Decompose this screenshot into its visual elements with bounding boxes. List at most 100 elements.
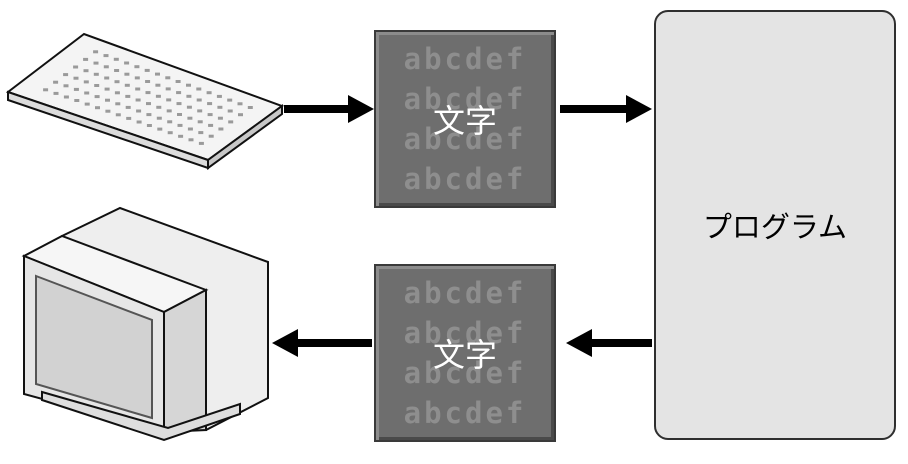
buffer-row: abcdef [403,162,527,196]
keyboard-key [167,120,173,124]
keyboard-key [103,65,109,69]
keyboard-key [146,124,152,127]
keyboard-key [167,131,173,135]
keyboard-key [124,83,130,87]
buffer-row: abcdef [403,276,527,310]
keyboard-key [114,91,120,95]
buffer-row: abcdef [403,122,527,156]
keyboard-key [208,123,214,127]
keyboard-key [115,113,121,117]
keyboard-key [186,105,192,109]
keyboard-key [43,88,49,92]
keyboard-key [146,102,151,106]
keyboard-icon [5,32,285,170]
keyboard-key [175,80,181,83]
keyboard-key [177,123,183,127]
keyboard-key [94,84,100,87]
keyboard-key [53,80,59,84]
keyboard-key [136,120,142,124]
buffer-row: abcdef [403,42,527,76]
keyboard-key [217,116,223,120]
keyboard-key [198,131,204,135]
keyboard-key [157,127,163,131]
buffer-row: abcdef [403,356,527,390]
keyboard-key [186,94,192,98]
keyboard-key [176,91,182,95]
keyboard-key [166,98,172,102]
keyboard-key [208,134,214,138]
keyboard-key [95,106,100,110]
keyboard-key [247,106,253,109]
keyboard-key [105,109,111,113]
keyboard-key [187,127,193,131]
keyboard-key [228,120,234,124]
keyboard-key [136,109,142,113]
keyboard-key [207,102,213,106]
keyboard-key [83,57,89,61]
input-buffer-label: 文字 [432,102,497,140]
keyboard-key [83,69,89,73]
keyboard-key [135,87,141,91]
keyboard-key [104,76,110,80]
keyboard-key [227,109,233,113]
keyboard-key [134,65,140,69]
keyboard-key [238,113,243,117]
keyboard-key [156,105,162,109]
keyboard-key [93,72,99,76]
keyboard-key [113,57,119,61]
keyboard-key [146,113,152,117]
keyboard-key [218,127,224,131]
keyboard-key [216,94,222,98]
keyboard-key [73,76,79,80]
keyboard-key [74,99,80,102]
keyboard-key [188,138,194,142]
monitor-icon [21,206,269,442]
keyboard-key [197,120,203,124]
arrow-program-to-buffer [566,329,652,357]
keyboard-key [115,102,121,106]
keyboard-key [155,72,160,76]
keyboard-key [125,94,131,98]
keyboard-key [144,68,150,72]
keyboard-key [178,134,184,138]
keyboard-key [94,95,100,99]
keyboard-key [177,113,182,116]
keyboard-key [63,95,69,99]
arrow-buffer-to-monitor [272,329,372,357]
keyboard-key [125,105,131,109]
keyboard-key [227,98,233,102]
keyboard-key [124,72,130,76]
keyboard-key [196,98,202,102]
keyboard-key [166,109,172,113]
keyboard-key [114,80,120,84]
keyboard-key [165,87,171,91]
keyboard-key [196,87,202,91]
output-char-buffer: abcdef abcdef abcdef abcdef 文字 [374,264,556,442]
keyboard-key [104,87,110,91]
keyboard-key [103,54,109,58]
keyboard-key [114,69,120,72]
arrow-keyboard-to-buffer [284,95,374,123]
output-buffer-label: 文字 [432,336,497,374]
keyboard-key [145,91,151,95]
keyboard-key [155,94,161,98]
keyboard-key [93,61,99,65]
arrow-buffer-to-program [560,95,652,123]
keyboard-key [198,141,204,145]
keyboard-key [206,91,212,95]
buffer-row: abcdef [403,82,527,116]
keyboard-key [165,76,171,80]
keyboard-key [197,109,203,113]
keyboard-key [63,73,69,77]
keyboard-key [237,102,243,106]
program-label: プログラム [702,210,848,244]
keyboard-key [187,116,193,120]
keyboard-key [93,50,99,54]
keyboard-key [156,116,162,120]
keyboard-key [105,98,110,102]
keyboard-key [217,105,223,109]
buffer-row: abcdef [403,396,527,430]
keyboard-key [53,91,59,95]
